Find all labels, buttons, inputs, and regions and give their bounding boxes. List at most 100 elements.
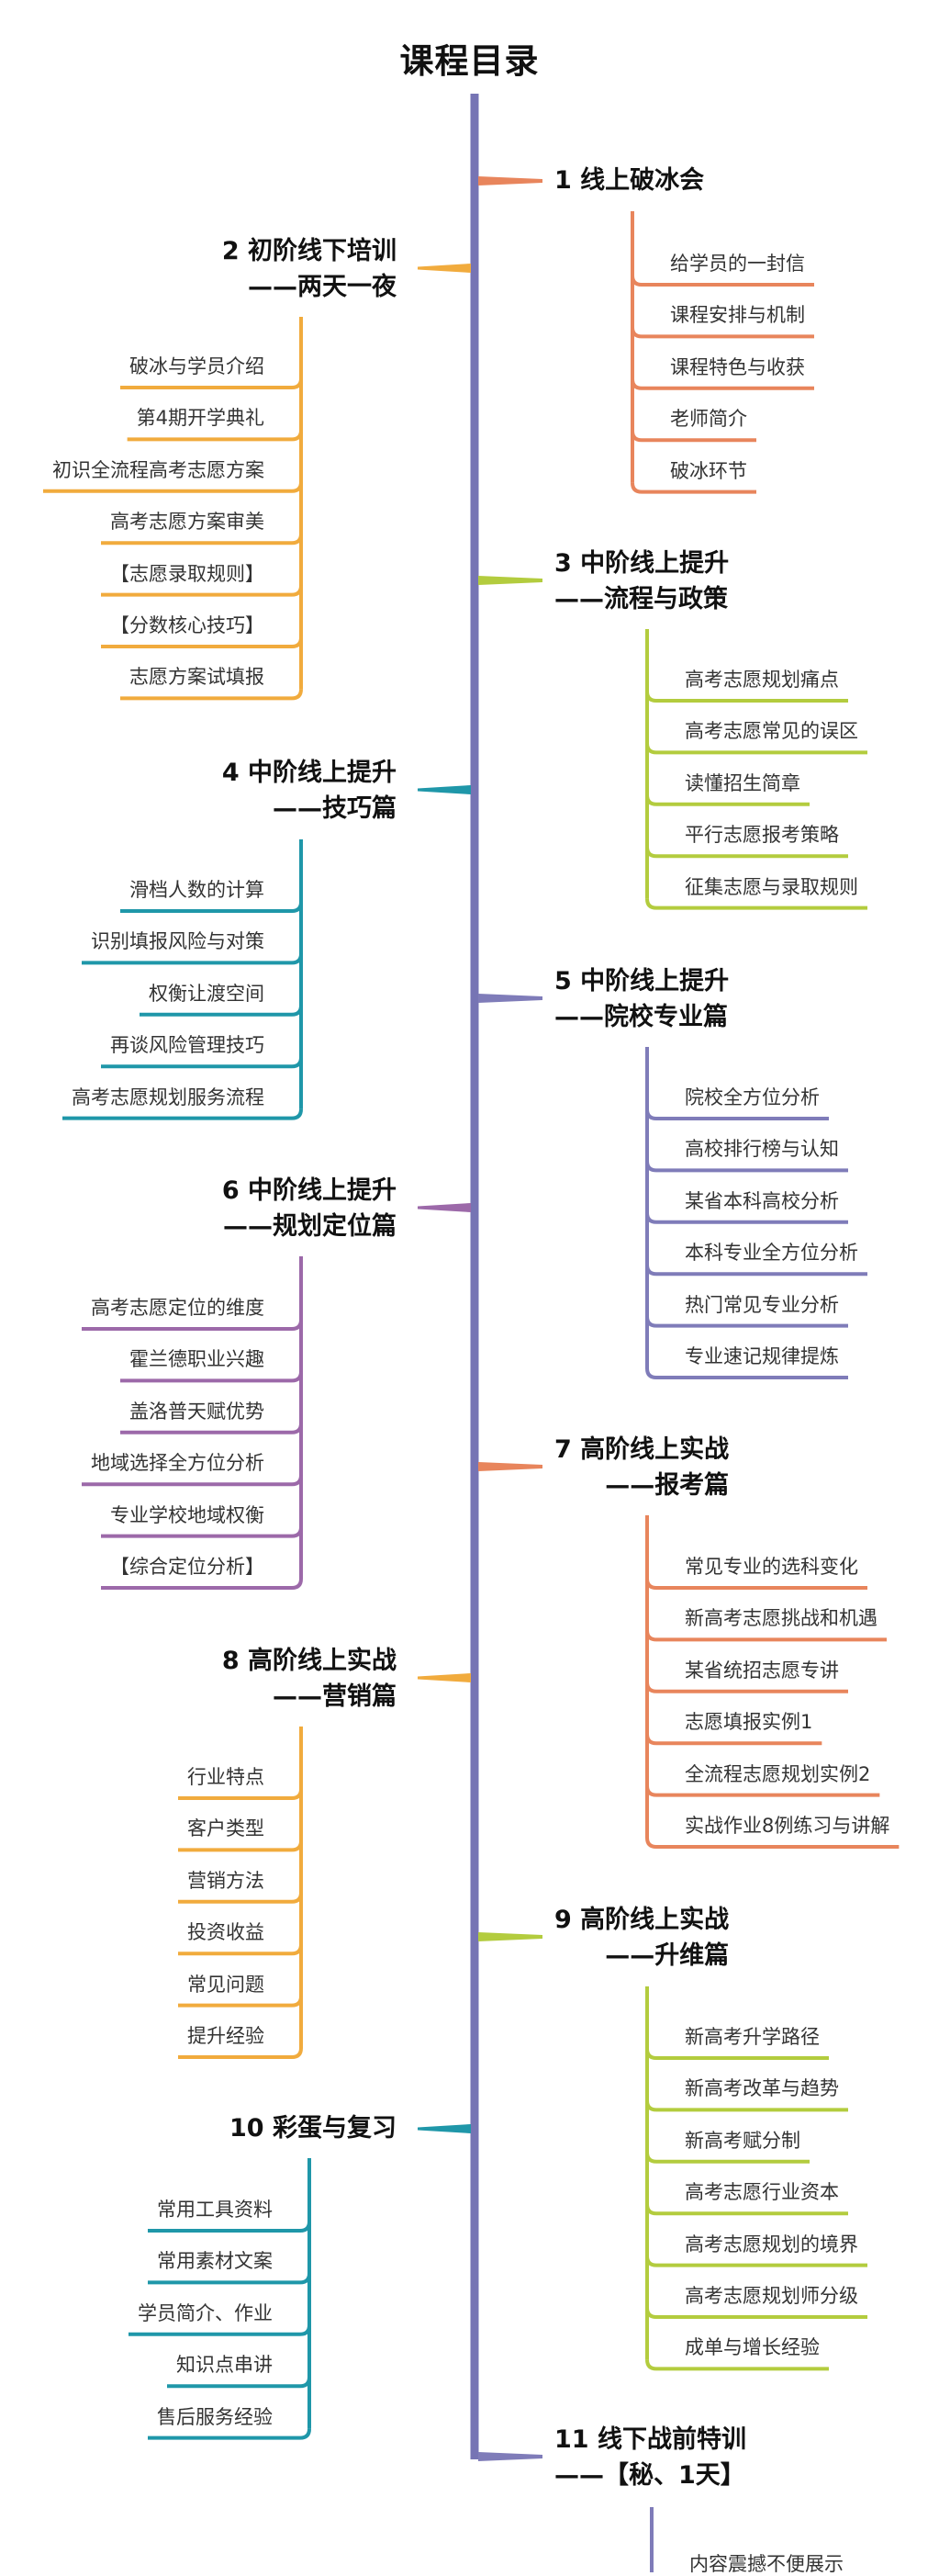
leaf-item[interactable]: 常见问题 (187, 1973, 264, 1996)
leaf-item[interactable]: 提升经验 (187, 2025, 264, 2047)
leaf-item[interactable]: 高校排行榜与认知 (685, 1138, 839, 1161)
leaf-item[interactable]: 成单与增长经验 (685, 2336, 820, 2359)
leaf-item[interactable]: 高考志愿方案审美 (110, 511, 264, 534)
leaf-item[interactable]: 知识点串讲 (176, 2354, 273, 2377)
leaf-item[interactable]: 破冰与学员介绍 (129, 355, 264, 377)
branch-heading-3[interactable]: 3 中阶线上提升——流程与政策 (554, 546, 729, 617)
leaf-item[interactable]: 高考志愿规划痛点 (685, 669, 839, 691)
leaf-item[interactable]: 滑档人数的计算 (129, 879, 264, 901)
leaf-item[interactable]: 新高考改革与趋势 (685, 2077, 839, 2100)
branch-heading-9[interactable]: 9 高阶线上实战——升维篇 (554, 1902, 729, 1974)
leaf-item[interactable]: 新高考升学路径 (685, 2026, 820, 2048)
branch-heading-2[interactable]: 2 初阶线下培训——两天一夜 (222, 233, 397, 305)
leaf-underline (645, 1212, 848, 1224)
leaf-item[interactable]: 本科专业全方位分析 (685, 1242, 858, 1265)
leaf-item[interactable]: 【志愿录取规则】 (110, 562, 264, 585)
heading-line: 1 线上破冰会 (554, 166, 705, 195)
leaf-item[interactable]: 权衡让渡空间 (149, 982, 264, 1005)
leaf-item[interactable]: 高考志愿规划的境界 (685, 2233, 858, 2255)
leaf-item[interactable]: 志愿方案试填报 (129, 666, 264, 689)
leaf-item[interactable]: 实战作业8例练习与讲解 (685, 1815, 890, 1837)
heading-line: ——两天一夜 (248, 273, 397, 301)
leaf-item[interactable]: 学员简介、作业 (138, 2301, 273, 2324)
leaf-item[interactable]: 专业学校地域权衡 (110, 1503, 264, 1526)
branch-heading-7[interactable]: 7 高阶线上实战——报考篇 (554, 1432, 729, 1503)
heading-line: ——院校专业篇 (554, 1003, 728, 1031)
leaf-item[interactable]: 给学员的一封信 (670, 253, 805, 275)
leaf-item[interactable]: 某省统招志愿专讲 (685, 1659, 839, 1682)
leaf-underline (148, 2221, 311, 2233)
leaf-underline (645, 1682, 848, 1693)
leaf-item[interactable]: 高考志愿规划服务流程 (72, 1086, 264, 1108)
leaf-underline (129, 2324, 311, 2336)
leaf-item[interactable]: 客户类型 (187, 1817, 264, 1840)
leaf-item[interactable]: 常用素材文案 (157, 2250, 273, 2273)
branch-heading-10[interactable]: 10 彩蛋与复习 (229, 2110, 397, 2146)
branch-connector (478, 576, 542, 585)
branch-heading-1[interactable]: 1 线上破冰会 (554, 163, 704, 198)
leaf-item[interactable]: 征集志愿与录取规则 (685, 875, 858, 898)
leaf-item[interactable]: 再谈风险管理技巧 (110, 1034, 264, 1057)
branch-heading-4[interactable]: 4 中阶线上提升——技巧篇 (222, 755, 397, 827)
branch-heading-6[interactable]: 6 中阶线上提升——规划定位篇 (222, 1173, 397, 1244)
leaf-item[interactable]: 高考志愿定位的维度 (91, 1297, 264, 1319)
leaf-item[interactable]: 投资收益 (187, 1921, 264, 1944)
leaf-item[interactable]: 新高考志愿挑战和机遇 (685, 1607, 878, 1630)
leaf-item[interactable]: 某省本科高校分析 (685, 1189, 839, 1212)
branch-heading-8[interactable]: 8 高阶线上实战——营销篇 (222, 1643, 397, 1715)
leaf-underline (62, 1108, 303, 1120)
leaf-underline (631, 378, 814, 390)
leaf-underline (140, 1005, 303, 1017)
leaf-item[interactable]: 破冰环节 (670, 459, 747, 482)
leaf-item[interactable]: 高考志愿常见的误区 (685, 720, 858, 743)
leaf-item[interactable]: 【分数核心技巧】 (110, 614, 264, 636)
leaf-item[interactable]: 院校全方位分析 (685, 1086, 820, 1108)
leaf-item[interactable]: 专业速记规律提炼 (685, 1345, 839, 1367)
leaf-item[interactable]: 【综合定位分析】 (110, 1556, 264, 1578)
heading-line: 4 中阶线上提升 (221, 759, 397, 787)
branch-heading-5[interactable]: 5 中阶线上提升——院校专业篇 (554, 963, 729, 1035)
leaf-item[interactable]: 初识全流程高考志愿方案 (52, 458, 264, 481)
leaf-underline (645, 1734, 822, 1746)
leaf-item[interactable]: 霍兰德职业兴趣 (129, 1348, 264, 1371)
leaf-item[interactable]: 老师简介 (670, 408, 747, 431)
leaf-item[interactable]: 行业特点 (187, 1766, 264, 1788)
leaf-item[interactable]: 常见专业的选科变化 (685, 1556, 858, 1578)
leaf-underline (101, 585, 303, 597)
leaf-item[interactable]: 课程特色与收获 (670, 355, 805, 378)
leaf-item[interactable]: 高考志愿规划师分级 (685, 2285, 858, 2307)
main-spine (470, 94, 479, 2459)
leaf-item[interactable]: 内容震撼不便展示 (689, 2553, 844, 2575)
leaf-item[interactable]: 平行志愿报考策略 (685, 824, 839, 847)
leaf-item[interactable]: 志愿填报实例1 (685, 1711, 813, 1734)
leaf-item[interactable]: 第4期开学典礼 (136, 407, 264, 430)
branch-heading-11[interactable]: 11 线下战前特训 ——【秘、1天】 (554, 2422, 746, 2493)
leaf-underline (82, 1319, 303, 1331)
leaf-item[interactable]: 售后服务经验 (157, 2405, 273, 2428)
branch-connector (418, 1203, 471, 1212)
leaf-item[interactable]: 盖洛普天赋优势 (129, 1400, 264, 1423)
leaf-underline (645, 2255, 867, 2267)
leaf-item[interactable]: 地域选择全方位分析 (91, 1452, 264, 1475)
leaf-item[interactable]: 营销方法 (187, 1869, 264, 1892)
leaf-item[interactable]: 新高考赋分制 (685, 2129, 800, 2152)
leaf-underline (82, 953, 303, 965)
leaf-underline (148, 2428, 311, 2440)
leaf-item[interactable]: 读懂招生简章 (685, 771, 800, 794)
leaf-underline (120, 1371, 303, 1383)
leaf-item[interactable]: 常用工具资料 (157, 2199, 273, 2221)
leaf-item[interactable]: 热门常见专业分析 (685, 1293, 839, 1316)
leaf-underline (120, 1423, 303, 1434)
leaf-underline (148, 2273, 311, 2285)
leaf-item[interactable]: 全流程志愿规划实例2 (685, 1762, 871, 1785)
leaf-item[interactable]: 高考志愿行业资本 (685, 2181, 839, 2204)
leaf-underline (645, 1316, 848, 1328)
leaf-underline (167, 2377, 311, 2389)
leaf-item[interactable]: 识别填报风险与对策 (91, 930, 264, 953)
heading-line: ——【秘、1天】 (554, 2461, 745, 2490)
heading-line: 11 线下战前特训 (554, 2425, 746, 2454)
leaf-underline (645, 2307, 867, 2319)
leaf-item[interactable]: 课程安排与机制 (670, 304, 805, 327)
heading-line: 3 中阶线上提升 (554, 549, 730, 578)
